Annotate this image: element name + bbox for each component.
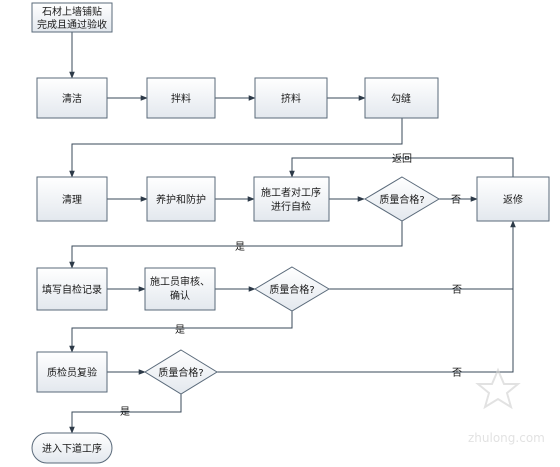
decision-2-label: 质量合格? [269,283,314,296]
step-review-label-line2: 确认 [170,289,190,302]
decision-3-label: 质量合格? [158,366,203,379]
edge-label-yes-3: 是 [120,406,130,418]
start-label-line1: 石材上墙铺贴 [42,5,102,18]
edge-label-yes-1: 是 [235,241,245,253]
step-clean-label: 清洁 [62,92,82,105]
step-joint: 勾缝 [364,77,439,119]
decision-3: 质量合格? [144,349,218,395]
step-tidy: 清理 [36,176,108,222]
step-rework: 返修 [476,176,550,222]
edge-label-no-3: 否 [452,367,462,379]
step-mix-label: 拌料 [171,92,191,105]
connectors [69,32,516,434]
step-joint-label: 勾缝 [391,92,411,105]
end-label: 进入下道工序 [42,442,102,455]
step-squeeze-label: 挤料 [281,92,301,105]
watermark-logo [475,367,521,410]
step-squeeze: 挤料 [254,77,328,119]
step-cure: 养护和防护 [146,176,216,222]
end-node: 进入下道工序 [31,432,113,464]
step-inspector-label: 质检员复验 [47,366,97,379]
step-selfcheck-label-line2: 进行自检 [271,200,311,213]
edge-label-return: 返回 [392,153,412,165]
step-review: 施工员审核、 确认 [144,267,216,311]
step-record: 填写自检记录 [36,267,108,311]
start-label-line2: 完成且通过验收 [37,18,107,31]
step-record-label: 填写自检记录 [42,283,102,296]
step-inspector: 质检员复验 [36,351,108,393]
edge-label-no-1: 否 [451,194,461,206]
step-cure-label: 养护和防护 [156,193,206,206]
step-selfcheck-label-line1: 施工者对工序 [261,186,321,199]
decision-1: 质量合格? [364,176,440,222]
step-clean: 清洁 [36,77,108,119]
step-tidy-label: 清理 [62,193,82,206]
edge-label-yes-2: 是 [175,324,185,336]
step-mix: 拌料 [146,77,216,119]
watermark: zhulong.com [468,367,545,445]
step-review-label-line1: 施工员审核、 [150,275,210,288]
start-node: 石材上墙铺贴 完成且通过验收 [31,2,113,33]
step-rework-label: 返修 [503,193,523,206]
decision-2: 质量合格? [254,266,330,312]
watermark-text: zhulong.com [468,431,545,445]
decision-1-label: 质量合格? [379,193,424,206]
edge-label-no-2: 否 [452,284,462,296]
step-selfcheck: 施工者对工序 进行自检 [253,176,330,222]
